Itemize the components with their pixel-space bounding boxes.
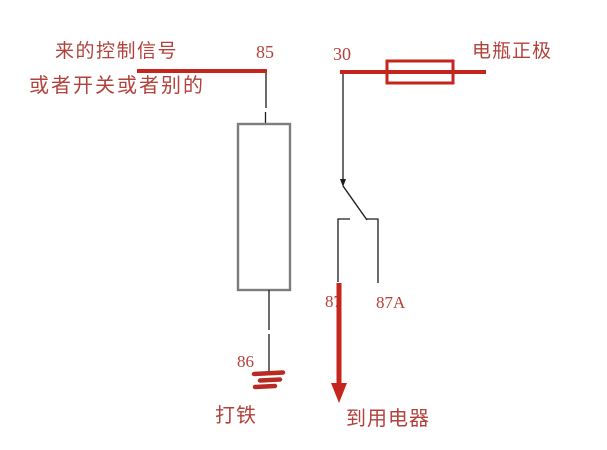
switch-pivot-tip [340,179,346,187]
battery-positive-label: 电瓶正极 [472,41,553,62]
pin-87a-wire [367,218,379,283]
load-arrow-head [331,383,347,403]
ground-bar-middle [257,377,283,383]
pin-87a-label: 87A [376,293,406,312]
pin-85-label: 85 [256,42,274,62]
ground-label: 打铁 [215,405,257,427]
pin-30-label: 30 [333,44,351,64]
load-arrow [331,283,347,403]
to-load-label: 到用电器 [346,408,430,430]
ground-bar-top [251,370,286,377]
relay-coil-symbol [236,122,292,292]
control-signal-label-line1: 来的控制信号 [55,41,179,62]
switch-blade [342,185,368,221]
pin-85-wire [264,73,267,124]
control-signal-label-line2: 或者开关或者别的 [29,75,205,97]
pin-86-label: 86 [237,352,254,371]
ground-bar-bottom [252,383,278,390]
pin-87-wire [337,218,350,282]
fuse-icon [385,59,455,85]
ground-icon [251,370,286,390]
